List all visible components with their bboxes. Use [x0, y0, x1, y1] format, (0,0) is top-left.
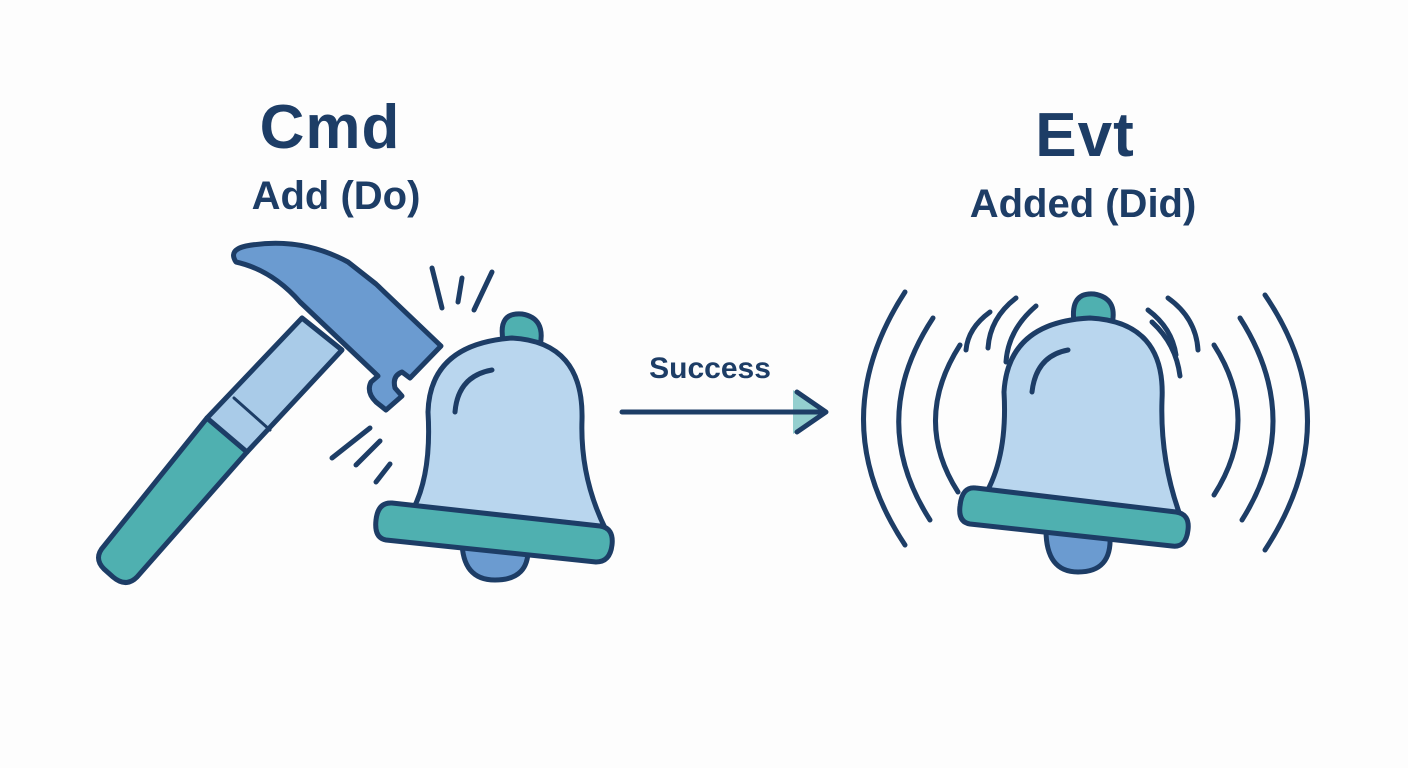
sound-waves-left: [861, 289, 1039, 548]
bell-icon: [373, 311, 615, 583]
event-subtitle: Added (Did): [969, 182, 1197, 226]
bell-rim: [373, 500, 615, 565]
sound-waves-right: [1145, 292, 1310, 553]
hammer-icon: [96, 240, 444, 585]
command-title: Cmd: [259, 93, 401, 162]
ringing-bell-icon: [861, 289, 1310, 575]
hammer-grip: [96, 415, 250, 585]
event-bell-clapper: [1043, 527, 1113, 575]
success-arrow: [619, 389, 829, 435]
event-title: Evt: [1035, 101, 1135, 170]
event-bell-body: [979, 315, 1183, 518]
success-arrow-label: Success: [649, 352, 771, 385]
impact-lines: [329, 265, 495, 485]
bell-body: [407, 335, 609, 533]
event-bell-rim: [957, 485, 1191, 549]
hammer-shaft: [204, 315, 345, 455]
hammer-head: [231, 240, 444, 413]
command-subtitle: Add (Do): [251, 174, 421, 218]
